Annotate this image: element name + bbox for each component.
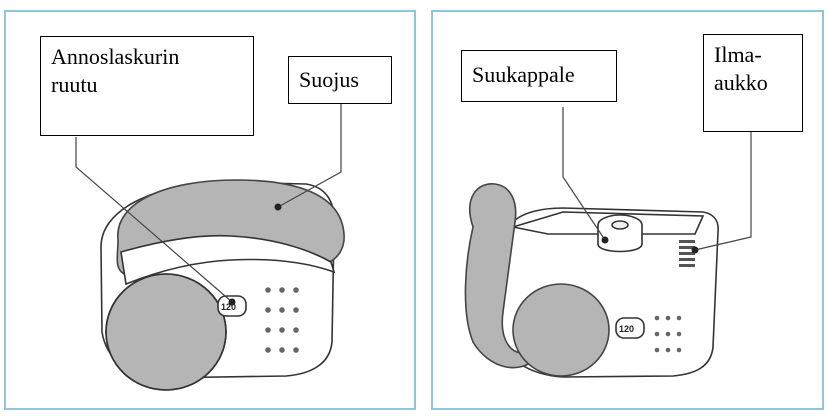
dose-counter-label-line2: ruutu — [51, 72, 98, 97]
air-vent-label-line2: aukko — [714, 70, 768, 95]
dose-counter-window-open — [615, 317, 645, 339]
mouthpiece-label-text: Suukappale — [472, 62, 575, 87]
cover-label-text: Suojus — [299, 67, 359, 92]
mouthpiece-label: Suukappale — [461, 50, 617, 102]
air-vent-label-line1: Ilma- — [714, 42, 762, 67]
air-vent-leader — [694, 132, 752, 251]
dose-counter-leader — [75, 137, 233, 303]
right-panel-open-inhaler: 120 Suukappale Ilma- aukko — [431, 10, 824, 410]
cover-leader — [277, 102, 342, 208]
cover-label: Suojus — [288, 56, 392, 104]
left-panel-closed-inhaler: 120 Annoslaskurin ruutu Suojus — [4, 10, 416, 410]
cover-cap-open — [464, 183, 540, 369]
side-disk-open — [512, 283, 610, 377]
mouthpiece-leader — [562, 107, 606, 241]
vent-holes-grid — [265, 287, 299, 353]
dose-counter-label-line1: Annoslaskurin — [51, 44, 180, 69]
dose-counter-window — [217, 295, 247, 317]
vent-holes-grid-open — [654, 315, 682, 353]
closed-inhaler-illustration: 120 — [75, 102, 345, 391]
air-vent-ridges — [679, 240, 695, 267]
open-inhaler-illustration: 120 — [464, 107, 752, 378]
air-vent-label: Ilma- aukko — [703, 34, 803, 132]
dose-counter-value-open: 120 — [619, 324, 634, 334]
dose-counter-value: 120 — [221, 302, 236, 312]
dose-counter-window-label: Annoslaskurin ruutu — [40, 36, 254, 136]
